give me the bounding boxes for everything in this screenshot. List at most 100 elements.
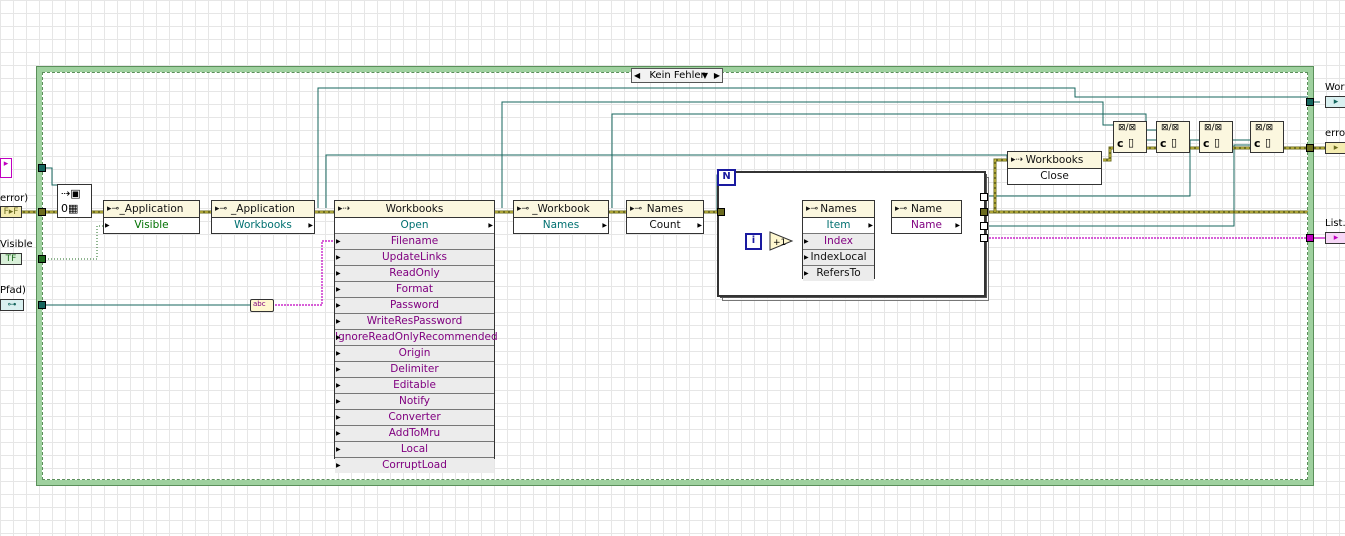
visible-control[interactable]: TF	[0, 253, 22, 265]
loop-count-terminal[interactable]: N	[717, 169, 736, 186]
increment-label: +1	[773, 238, 786, 248]
close-reference-node-1[interactable]: ⊠/⊠ c ▯	[1113, 121, 1147, 153]
param-converter: Converter	[388, 411, 441, 423]
param-refersto: RefersTo	[816, 267, 861, 279]
loop-index-terminal[interactable]: i	[745, 233, 762, 250]
property-node-app-visible[interactable]: ▸⊸_Application ▶Visible	[103, 200, 200, 234]
invoke-node-workbooks-open[interactable]: ▸⇢Workbooks Open▶ ▶Filename ▶UpdateLinks…	[334, 200, 498, 473]
param-index: Index	[824, 235, 853, 247]
param-terminal-icon: ▶	[336, 318, 341, 325]
next-case-arrow-icon[interactable]: ▶	[713, 71, 720, 80]
param-filename: Filename	[390, 235, 439, 247]
param-corruptload: CorruptLoad	[382, 459, 447, 471]
node-class-label: _Application	[119, 203, 184, 215]
open-automation-icon: ⇢▣	[61, 187, 81, 200]
invoke-node-workbooks-close[interactable]: ▸⇢Workbooks Close	[1007, 151, 1102, 185]
document-icon: ▯	[1265, 136, 1272, 149]
param-terminal-icon: ▶	[336, 350, 341, 357]
invoke-ref-icon: ▸⇢	[1011, 155, 1024, 165]
workbook-out-label: Wor	[1325, 82, 1345, 93]
path-label: Pfad)	[0, 285, 26, 296]
dropdown-arrow-icon[interactable]: ▼	[701, 71, 708, 80]
param-terminal-icon: ▶	[336, 334, 341, 341]
node-prop-label: Name	[911, 219, 942, 231]
prev-case-arrow-icon[interactable]: ◀	[634, 71, 641, 80]
param-terminal-icon: ▶	[336, 254, 341, 261]
tunnel-visible-in[interactable]	[38, 255, 46, 263]
tunnel-list-out[interactable]	[1306, 234, 1314, 242]
workbook-out-indicator[interactable]: ▸	[1325, 96, 1345, 108]
invoke-ref-icon: ▸⊸	[806, 204, 819, 214]
property-ref-icon: ▸⊸	[107, 204, 120, 214]
tunnel-workbook-out[interactable]	[1306, 98, 1314, 106]
param-ignorereadonlyrecommended: IgnoreReadOnlyRecommended	[335, 331, 498, 343]
write-terminal-icon: ▶	[105, 222, 110, 229]
close-ref-icon: ⊠/⊠	[1118, 123, 1137, 133]
node-prop-label: Workbooks	[234, 219, 292, 231]
document-icon: ▯	[1171, 136, 1178, 149]
visible-label: Visible	[0, 239, 33, 250]
param-terminal-icon: ▶	[336, 238, 341, 245]
param-terminal-icon: ▶	[336, 366, 341, 373]
property-ref-icon: ▸⊸	[517, 204, 530, 214]
read-terminal-icon: ▶	[697, 222, 702, 229]
param-terminal-icon: ▶	[336, 446, 341, 453]
param-terminal-icon: ▶	[336, 462, 341, 469]
node-class-label: _Application	[231, 203, 295, 215]
param-terminal-icon: ▶	[336, 270, 341, 277]
loop-error-tunnel-out[interactable]	[980, 208, 988, 216]
property-node-name-name[interactable]: ▸⊸Name Name▶	[891, 200, 962, 234]
tunnel-error-in[interactable]	[38, 208, 46, 216]
loop-array-tunnel-out[interactable]	[980, 234, 988, 242]
param-terminal-icon: ▶	[336, 382, 341, 389]
document-icon: ▯	[1128, 136, 1135, 149]
node-method-label: Item	[826, 219, 851, 231]
error-in-control[interactable]: F▸F	[0, 206, 22, 218]
list-out-indicator[interactable]: ▸	[1325, 232, 1345, 244]
param-terminal-icon: ▶	[336, 302, 341, 309]
node-class-label: Workbooks	[1025, 154, 1084, 166]
tunnel-error-out[interactable]	[1306, 144, 1314, 152]
error-out-indicator[interactable]: ▸	[1325, 142, 1345, 154]
node-class-label: Names	[820, 203, 857, 215]
close-ref-label: c	[1160, 137, 1167, 150]
param-password: Password	[389, 299, 440, 311]
node-class-label: Workbooks	[385, 203, 444, 215]
property-node-app-workbooks[interactable]: ▸⊸_Application Workbooks▶	[211, 200, 315, 234]
property-node-names-count[interactable]: ▸⊸Names Count▶	[626, 200, 704, 234]
node-class-label: _Workbook	[532, 203, 590, 215]
close-reference-node-3[interactable]: ⊠/⊠ c ▯	[1199, 121, 1233, 153]
close-ref-icon: ⊠/⊠	[1255, 123, 1274, 133]
param-terminal-icon: ▶	[336, 414, 341, 421]
open-automation-node[interactable]: ⇢▣ 0▦	[57, 184, 92, 218]
node-method-label: Open	[400, 219, 429, 231]
read-terminal-icon: ▶	[868, 222, 873, 229]
param-writerespassword: WriteResPassword	[366, 315, 463, 327]
close-reference-node-4[interactable]: ⊠/⊠ c ▯	[1250, 121, 1284, 153]
param-origin: Origin	[398, 347, 431, 359]
path-control[interactable]: ⊶	[0, 299, 24, 311]
param-updatelinks: UpdateLinks	[382, 251, 447, 263]
read-terminal-icon: ▶	[308, 222, 313, 229]
property-node-workbook-names[interactable]: ▸⊸_Workbook Names▶	[513, 200, 609, 234]
case-selector-label: Kein Fehler	[649, 70, 705, 81]
automation-refnum-control[interactable]: ▸	[0, 158, 12, 178]
document-icon: ▯	[1214, 136, 1221, 149]
tunnel-refnum-in[interactable]	[38, 164, 46, 172]
close-ref-label: c	[1254, 137, 1261, 150]
close-ref-label: c	[1203, 137, 1210, 150]
read-terminal-icon: ▶	[602, 222, 607, 229]
param-notify: Notify	[398, 395, 431, 407]
param-terminal-icon: ▶	[336, 430, 341, 437]
loop-error-tunnel-in[interactable]	[717, 208, 725, 216]
loop-refnum-tunnel-out[interactable]	[980, 193, 988, 201]
tunnel-path-in[interactable]	[38, 301, 46, 309]
invoke-node-names-item[interactable]: ▸⊸Names Item▶ ▶Index ▶IndexLocal ▶Refers…	[802, 200, 875, 281]
close-reference-node-2[interactable]: ⊠/⊠ c ▯	[1156, 121, 1190, 153]
path-to-string-node[interactable]: abc	[250, 299, 274, 312]
close-ref-label: c	[1117, 137, 1124, 150]
param-terminal-icon: ▶	[804, 238, 809, 245]
case-selector[interactable]: ◀ Kein Fehler ▼ ▶	[631, 68, 723, 83]
loop-name-tunnel-out[interactable]	[980, 222, 988, 230]
